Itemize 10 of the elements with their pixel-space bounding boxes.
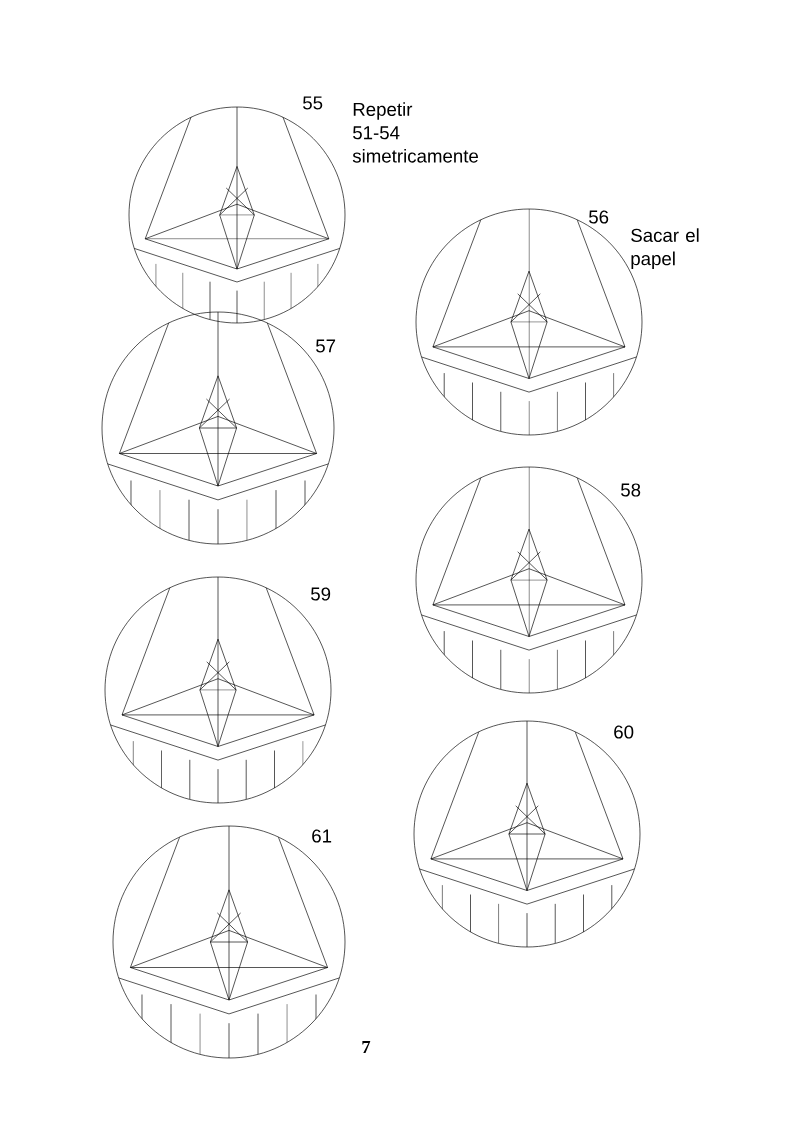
step-number: 56	[589, 210, 609, 224]
instruction-text: Sacar el papel	[631, 228, 699, 269]
instruction-text: Repetir 51-54 simetricamente	[352, 102, 478, 163]
step-number: 55	[303, 96, 323, 110]
step-number: 61	[312, 829, 332, 843]
step-number: 59	[311, 587, 331, 601]
step-number: 57	[316, 339, 336, 353]
page-number: 7	[362, 1040, 371, 1054]
step-number: 60	[614, 725, 634, 739]
step-number: 58	[621, 483, 641, 497]
